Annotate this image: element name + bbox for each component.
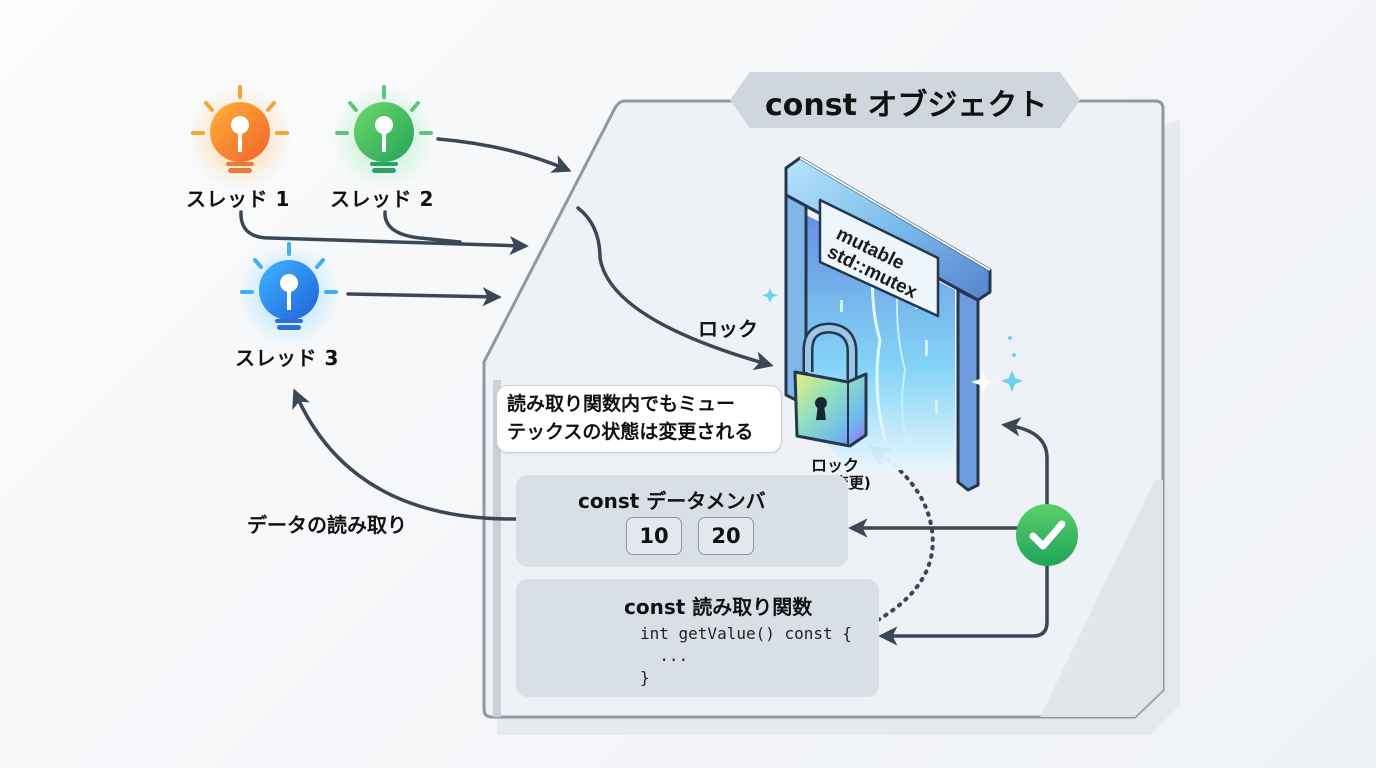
- thread-1-label: スレッド 1: [186, 187, 290, 211]
- checkmark-icon: [1016, 504, 1078, 566]
- mutex-state-note: 読み取り関数内でもミュー テックスの状態は変更される: [496, 385, 782, 453]
- code-line-3: }: [640, 668, 650, 687]
- code-line-1: int getValue() const {: [640, 624, 852, 643]
- arrow-thread3-to-container: [346, 287, 502, 307]
- const-data-members-panel: const データメンバ 10 20: [516, 475, 848, 567]
- arrow-check-to-mutex: [1001, 417, 1049, 510]
- arrow-check-to-function: [878, 558, 1049, 646]
- arrow-data-read: [292, 388, 517, 521]
- note-line1: 読み取り関数内でもミュー: [507, 393, 736, 415]
- note-line2: テックスの状態は変更される: [507, 421, 754, 443]
- thread-2-bulb: [332, 85, 436, 190]
- arrow-thread2-merge: [383, 210, 462, 244]
- dotted-arrow-function-to-lock: [868, 445, 935, 622]
- container-stripe-decoration: [1040, 480, 1163, 717]
- read-function-title: const 読み取り関数: [624, 595, 813, 619]
- arrow-thread1-2-to-container: [239, 210, 529, 256]
- data-member-value: 20: [698, 517, 754, 555]
- const-read-function-panel: const 読み取り関数 int getValue() const { ... …: [516, 579, 879, 697]
- thread-3-bulb: [237, 242, 341, 347]
- const-object-title: const オブジェクト: [765, 88, 1048, 123]
- thread-1-bulb: [188, 85, 292, 190]
- arrow-to-lock: [576, 206, 774, 371]
- arrow-thread2-to-container: [436, 137, 572, 173]
- thread-3-label: スレッド 3: [235, 346, 339, 370]
- padlock-icon: [793, 322, 868, 448]
- lock-label: ロック: [698, 317, 758, 341]
- data-read-label: データの読み取り: [247, 513, 407, 537]
- lock-state-label-line1: ロック: [811, 456, 860, 475]
- thread-2-label: スレッド 2: [330, 187, 434, 211]
- title-badge: [730, 72, 1080, 128]
- data-member-value: 10: [626, 517, 682, 555]
- code-line-2: ...: [640, 646, 689, 665]
- data-members-title: const データメンバ: [578, 489, 766, 513]
